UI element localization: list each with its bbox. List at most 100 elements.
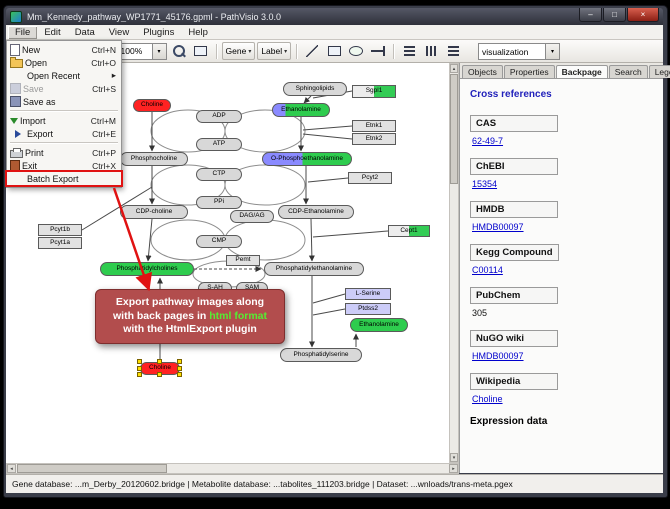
vertical-scroll-thumb[interactable] <box>450 74 458 184</box>
pathway-node[interactable]: CDP-Ethanolamine <box>278 205 354 219</box>
pathway-node[interactable]: Sphingolipids <box>283 82 347 96</box>
tab-objects[interactable]: Objects <box>462 65 503 78</box>
crossref-id-link[interactable]: HMDB00097 <box>472 351 524 361</box>
add-gene-button[interactable]: Gene▾ <box>221 42 256 60</box>
selection-handle[interactable] <box>177 372 182 377</box>
line-tool-button[interactable] <box>302 42 322 60</box>
visualization-select[interactable]: visualization ▾ <box>478 43 560 60</box>
tab-backpage[interactable]: Backpage <box>555 65 608 78</box>
pathway-node[interactable]: Choline <box>133 99 171 112</box>
pathway-node[interactable]: L-Serine <box>345 288 391 300</box>
pathway-node[interactable]: Phosphatidylethanolamine <box>264 262 364 276</box>
pathway-node[interactable]: Etnk2 <box>352 133 396 145</box>
pathway-node[interactable]: Phosphatidylcholines <box>100 262 194 276</box>
zoom-in-button[interactable] <box>169 42 189 60</box>
pathway-node[interactable]: Cept1 <box>388 225 430 237</box>
menu-data[interactable]: Data <box>74 26 95 38</box>
menu-edit[interactable]: Edit <box>44 26 61 38</box>
menu-file[interactable]: File <box>8 25 38 39</box>
pathway-node[interactable]: Ethanolamine <box>272 103 330 117</box>
title-bar[interactable]: Mm_Kennedy_pathway_WP1771_45176.gpml - P… <box>6 8 663 25</box>
selection-handle[interactable] <box>137 372 142 377</box>
align-horizontal-button[interactable] <box>399 42 419 60</box>
toolbar-separator <box>215 43 217 59</box>
pathway-node[interactable]: Etnk1 <box>352 120 396 132</box>
pathway-node[interactable]: CTP <box>196 168 242 181</box>
oval-tool-button[interactable] <box>346 42 366 60</box>
file-menu-item-exit[interactable]: Exit Ctrl+X <box>7 159 121 172</box>
save-disk-icon <box>10 96 21 107</box>
scroll-left-icon[interactable]: ◂ <box>7 464 16 473</box>
selection-handle[interactable] <box>137 359 142 364</box>
selection-handle[interactable] <box>157 359 162 364</box>
rect-tool-button[interactable] <box>324 42 344 60</box>
tab-legend[interactable]: Legend <box>648 65 670 78</box>
chevron-down-icon: ▾ <box>284 48 288 55</box>
canvas-vertical-scrollbar[interactable]: ▴ ▾ <box>449 63 459 463</box>
zoom-fit-button[interactable] <box>191 42 211 60</box>
pathway-node[interactable]: Phosphocholine <box>120 152 188 166</box>
zoom-select[interactable]: 100% ▾ <box>116 42 167 60</box>
pathway-node[interactable]: ATP <box>196 138 242 151</box>
menu-item-label: Exit <box>22 160 38 171</box>
menu-plugins[interactable]: Plugins <box>143 26 175 38</box>
menu-view[interactable]: View <box>108 26 130 38</box>
crossref-id-link[interactable]: 62-49-7 <box>472 136 504 146</box>
tab-search[interactable]: Search <box>608 65 648 78</box>
pathway-node[interactable]: Pemt <box>226 255 260 266</box>
pathway-node[interactable]: PPi <box>196 196 242 209</box>
maximize-button[interactable]: □ <box>603 8 626 22</box>
horizontal-scroll-thumb[interactable] <box>17 464 167 473</box>
chevron-down-icon[interactable]: ▾ <box>151 43 166 59</box>
pathway-node[interactable]: Ethanolamine <box>350 318 408 332</box>
add-label-button[interactable]: Label▾ <box>257 42 292 60</box>
tab-properties[interactable]: Properties <box>503 65 555 78</box>
pathway-node[interactable]: CDP-choline <box>120 205 188 219</box>
pathway-node[interactable]: O-Phosphoethanolamine <box>262 152 352 166</box>
file-menu-item-save-as[interactable]: Save as <box>7 95 121 108</box>
align-vertical-button[interactable] <box>421 42 441 60</box>
chevron-down-icon[interactable]: ▾ <box>545 44 559 59</box>
menu-help[interactable]: Help <box>188 26 208 38</box>
scroll-right-icon[interactable]: ▸ <box>449 464 458 473</box>
file-menu-item-open-recent[interactable]: Open Recent▸ <box>7 69 121 82</box>
selection-handle[interactable] <box>177 359 182 364</box>
stack-button[interactable] <box>443 42 463 60</box>
selection-handle[interactable] <box>137 365 142 371</box>
pathway-node[interactable]: Sgpl1 <box>352 85 396 98</box>
file-menu-item-batch-export[interactable]: Batch Export <box>5 170 123 187</box>
pathway-node[interactable]: Pcyt2 <box>348 172 392 184</box>
pathway-node[interactable]: Pcyt1a <box>38 237 82 249</box>
scroll-down-icon[interactable]: ▾ <box>450 453 458 462</box>
minimize-button[interactable]: – <box>579 8 602 22</box>
menu-item-shortcut: Ctrl+O <box>91 57 116 68</box>
pathway-node[interactable]: Pcyt1b <box>38 224 82 236</box>
close-button[interactable]: × <box>627 8 659 22</box>
crossref-id-link[interactable]: HMDB00097 <box>472 222 524 232</box>
selection-handle[interactable] <box>157 372 162 377</box>
pathway-node[interactable]: ADP <box>196 110 242 123</box>
menu-item-shortcut: Ctrl+X <box>92 160 116 171</box>
pathway-node[interactable]: Phosphatidylserine <box>280 348 362 362</box>
pathway-node[interactable]: Ptdss2 <box>345 303 391 315</box>
selection-handle[interactable] <box>177 365 182 371</box>
tbar-tool-button[interactable] <box>368 42 388 60</box>
crossref-id-link[interactable]: C00114 <box>472 265 503 275</box>
canvas-horizontal-scrollbar[interactable]: ◂ ▸ <box>6 463 459 474</box>
pathway-node[interactable]: DAG/AG <box>230 210 274 223</box>
menu-item-shortcut: Ctrl+E <box>92 128 116 139</box>
crossref-id-link[interactable]: 15354 <box>472 179 498 189</box>
scroll-up-icon[interactable]: ▴ <box>450 64 458 73</box>
window-title: Mm_Kennedy_pathway_WP1771_45176.gpml - P… <box>27 11 281 22</box>
pathway-edge <box>302 125 353 131</box>
pathway-node[interactable]: CMP <box>196 235 242 248</box>
toolbar-separator <box>296 43 298 59</box>
crossref-id-link[interactable]: Choline <box>472 394 503 404</box>
